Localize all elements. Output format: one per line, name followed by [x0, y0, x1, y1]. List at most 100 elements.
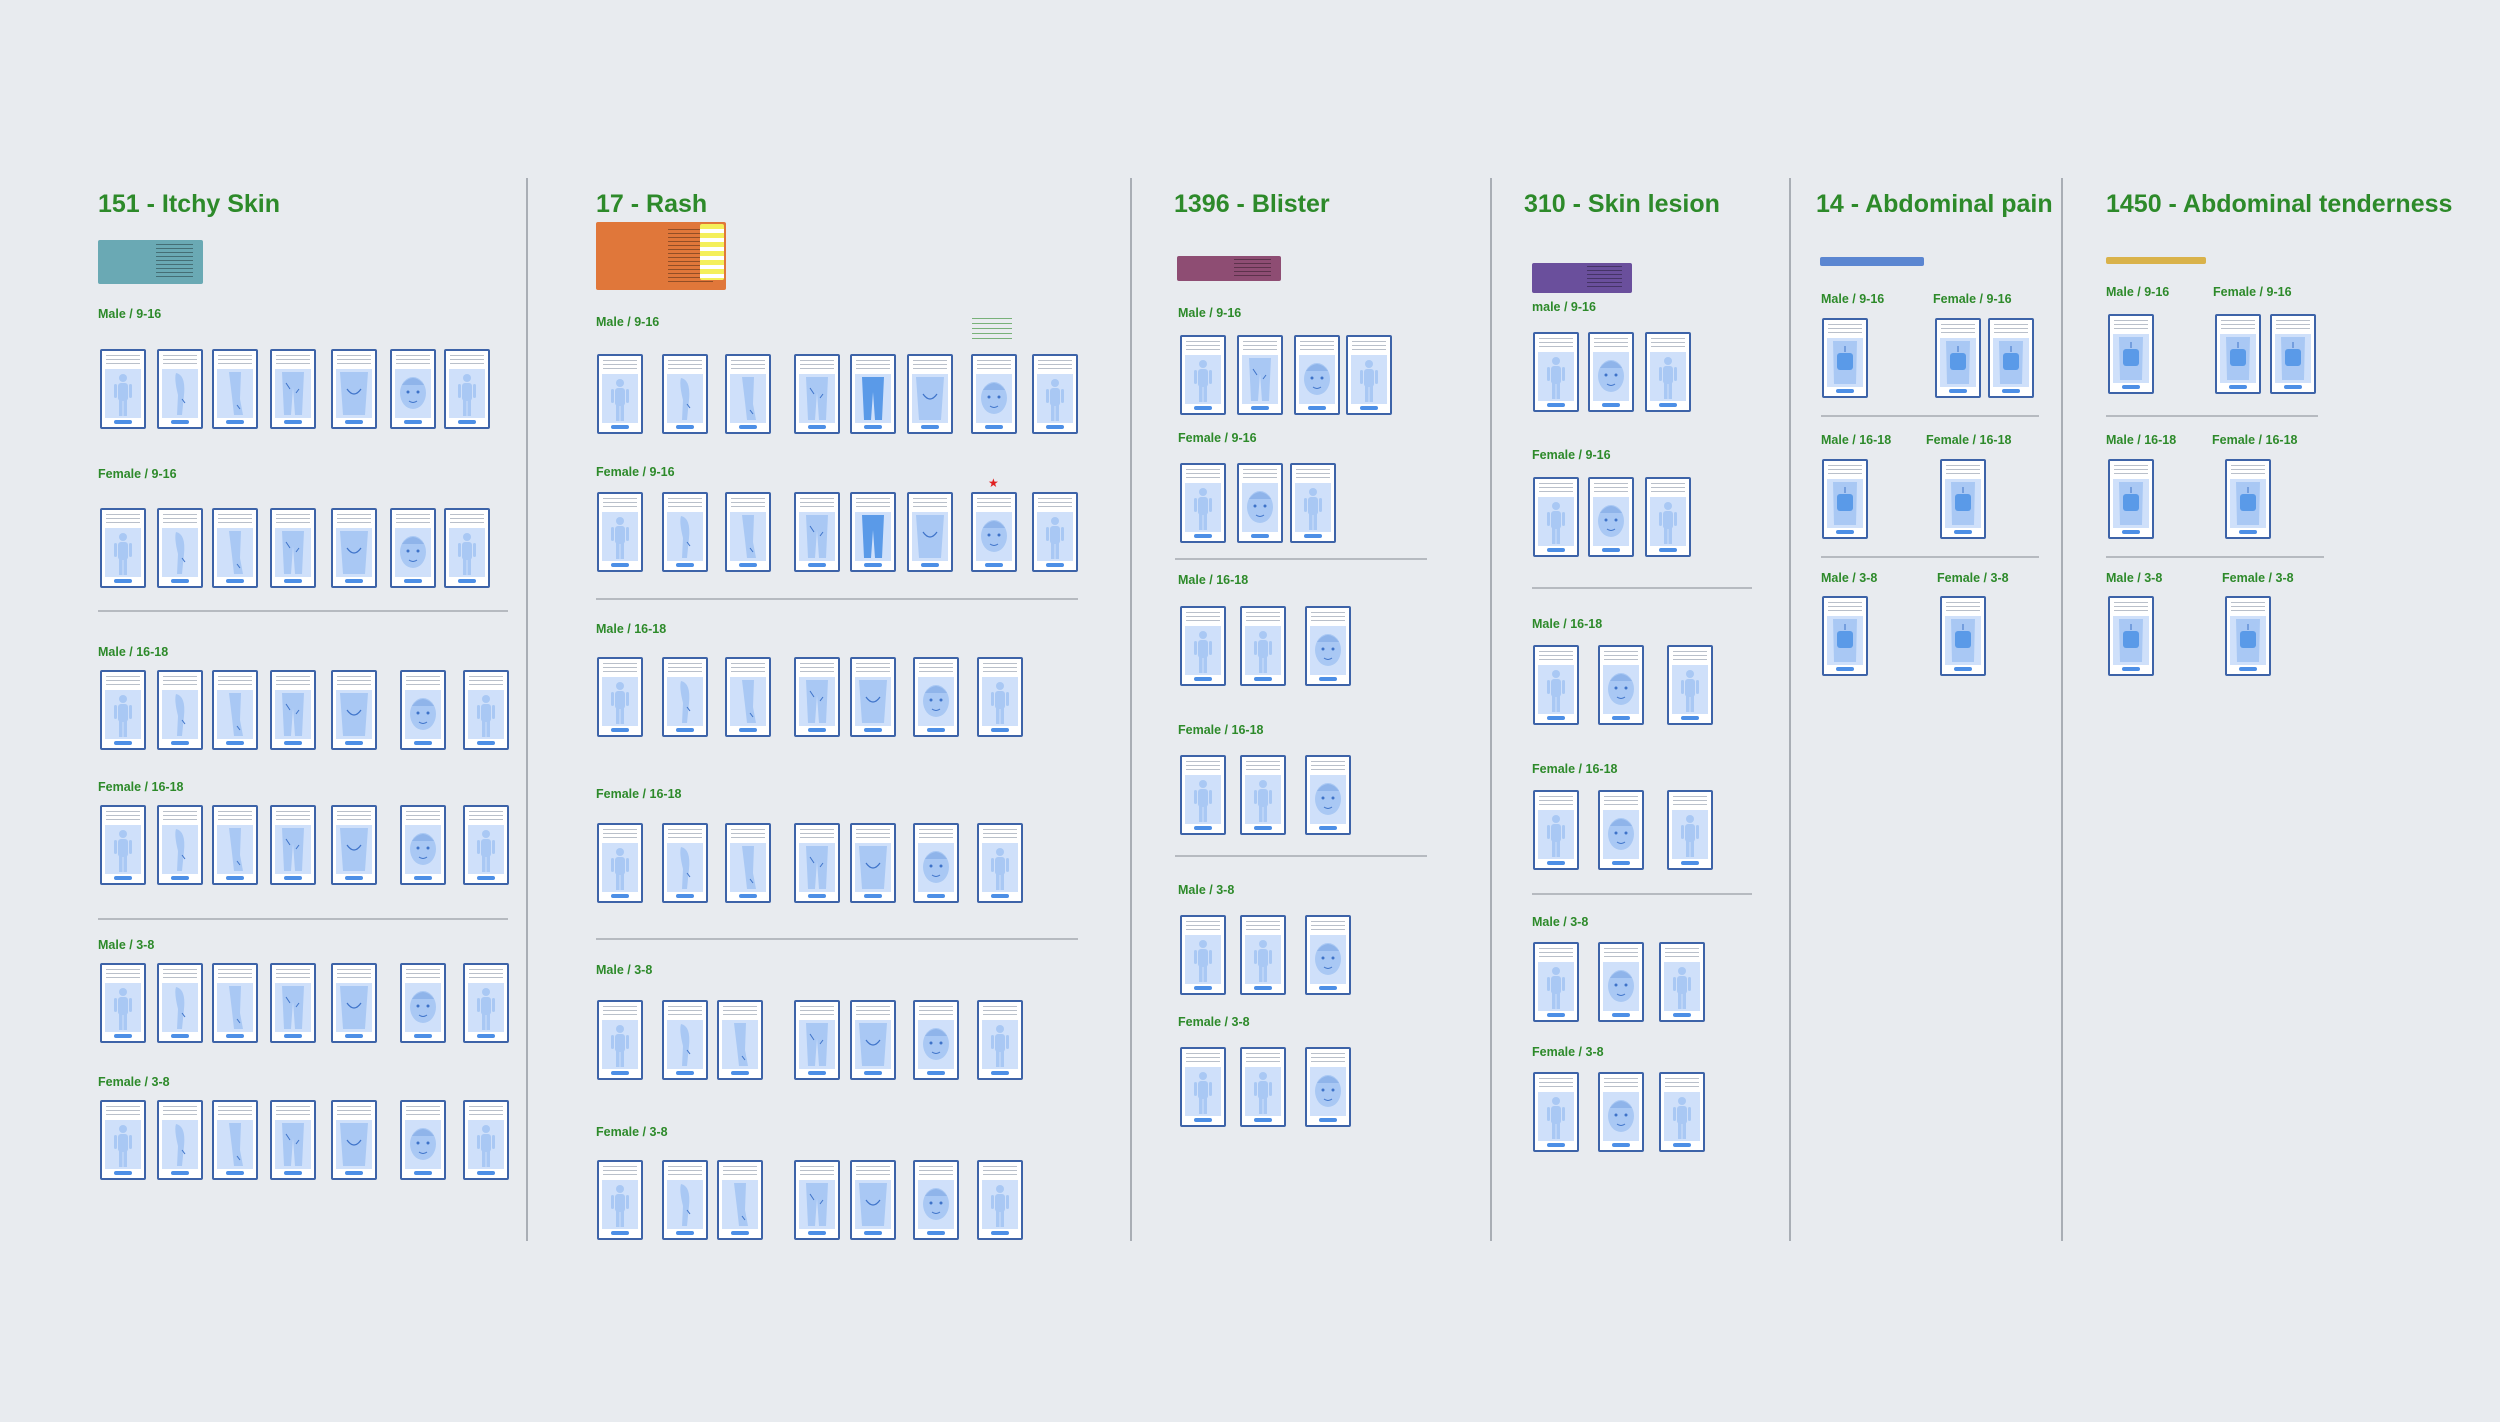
screen-card[interactable]: [100, 349, 146, 429]
card-continue-button[interactable]: [345, 1171, 363, 1175]
screen-card[interactable]: [1180, 915, 1226, 995]
screen-card[interactable]: [1180, 463, 1226, 543]
card-continue-button[interactable]: [284, 420, 302, 424]
screen-card[interactable]: [331, 349, 377, 429]
card-continue-button[interactable]: [114, 1171, 132, 1175]
card-continue-button[interactable]: [676, 1231, 694, 1235]
card-continue-button[interactable]: [1836, 530, 1854, 534]
card-continue-button[interactable]: [114, 1034, 132, 1038]
card-continue-button[interactable]: [226, 1034, 244, 1038]
screen-card[interactable]: [597, 1000, 643, 1080]
spreadsheet-thumbnail[interactable]: [1177, 256, 1281, 281]
screen-card[interactable]: [100, 805, 146, 885]
card-continue-button[interactable]: [477, 741, 495, 745]
screen-card[interactable]: [597, 492, 643, 572]
card-continue-button[interactable]: [1319, 986, 1337, 990]
screen-card[interactable]: [794, 823, 840, 903]
card-continue-button[interactable]: [731, 1231, 749, 1235]
screen-card[interactable]: [1180, 1047, 1226, 1127]
screen-card[interactable]: [390, 349, 436, 429]
card-continue-button[interactable]: [1046, 425, 1064, 429]
screen-card[interactable]: [977, 1000, 1023, 1080]
card-continue-button[interactable]: [458, 579, 476, 583]
card-continue-button[interactable]: [739, 728, 757, 732]
screen-card[interactable]: [1822, 596, 1868, 676]
card-continue-button[interactable]: [477, 1034, 495, 1038]
screen-card[interactable]: [1294, 335, 1340, 415]
card-continue-button[interactable]: [1319, 677, 1337, 681]
card-continue-button[interactable]: [345, 420, 363, 424]
screen-card[interactable]: [212, 1100, 258, 1180]
screen-card[interactable]: [794, 354, 840, 434]
card-continue-button[interactable]: [226, 876, 244, 880]
screen-card[interactable]: [1240, 1047, 1286, 1127]
screen-card[interactable]: [1240, 606, 1286, 686]
screen-card[interactable]: [1290, 463, 1336, 543]
card-continue-button[interactable]: [1251, 534, 1269, 538]
card-continue-button[interactable]: [676, 1071, 694, 1075]
screen-card[interactable]: [850, 492, 896, 572]
screen-card[interactable]: [463, 805, 509, 885]
card-continue-button[interactable]: [739, 894, 757, 898]
card-continue-button[interactable]: [114, 876, 132, 880]
screen-card[interactable]: [1659, 1072, 1705, 1152]
card-continue-button[interactable]: [611, 894, 629, 898]
card-continue-button[interactable]: [226, 1171, 244, 1175]
screen-card[interactable]: [597, 354, 643, 434]
card-continue-button[interactable]: [1304, 534, 1322, 538]
card-continue-button[interactable]: [2239, 667, 2257, 671]
spreadsheet-thumbnail[interactable]: [1820, 257, 1924, 266]
screen-card[interactable]: [850, 1160, 896, 1240]
screen-card[interactable]: [725, 492, 771, 572]
card-continue-button[interactable]: [1673, 1013, 1691, 1017]
screen-card[interactable]: [2108, 314, 2154, 394]
card-continue-button[interactable]: [927, 728, 945, 732]
screen-card[interactable]: [977, 823, 1023, 903]
screen-card[interactable]: [1533, 1072, 1579, 1152]
screen-card[interactable]: [1533, 477, 1579, 557]
card-continue-button[interactable]: [808, 563, 826, 567]
screen-card[interactable]: [212, 670, 258, 750]
screen-card[interactable]: [400, 805, 446, 885]
screen-card[interactable]: [662, 1000, 708, 1080]
screen-card[interactable]: [444, 349, 490, 429]
card-continue-button[interactable]: [1254, 677, 1272, 681]
card-continue-button[interactable]: [927, 1231, 945, 1235]
screen-card[interactable]: [157, 1100, 203, 1180]
card-continue-button[interactable]: [2229, 385, 2247, 389]
screen-card[interactable]: [717, 1160, 763, 1240]
screen-card[interactable]: [1645, 477, 1691, 557]
screen-card[interactable]: [1305, 755, 1351, 835]
screen-card[interactable]: [1533, 790, 1579, 870]
card-continue-button[interactable]: [1602, 548, 1620, 552]
screen-card[interactable]: [971, 492, 1017, 572]
card-continue-button[interactable]: [864, 728, 882, 732]
card-continue-button[interactable]: [1046, 563, 1064, 567]
spreadsheet-thumbnail[interactable]: [98, 240, 203, 284]
screen-card[interactable]: [157, 805, 203, 885]
card-continue-button[interactable]: [414, 1171, 432, 1175]
card-continue-button[interactable]: [611, 728, 629, 732]
card-continue-button[interactable]: [739, 563, 757, 567]
screen-card[interactable]: [2225, 459, 2271, 539]
card-continue-button[interactable]: [676, 425, 694, 429]
screen-card[interactable]: [157, 963, 203, 1043]
card-continue-button[interactable]: [1319, 826, 1337, 830]
card-continue-button[interactable]: [171, 1171, 189, 1175]
card-continue-button[interactable]: [1547, 1143, 1565, 1147]
screen-card[interactable]: [270, 349, 316, 429]
spreadsheet-thumbnail[interactable]: [2106, 257, 2206, 264]
screen-card[interactable]: [270, 670, 316, 750]
screen-card[interactable]: [1940, 459, 1986, 539]
screen-card[interactable]: [400, 1100, 446, 1180]
card-continue-button[interactable]: [1254, 826, 1272, 830]
card-continue-button[interactable]: [921, 563, 939, 567]
screen-card[interactable]: [331, 805, 377, 885]
card-continue-button[interactable]: [1681, 861, 1699, 865]
screen-card[interactable]: [270, 1100, 316, 1180]
card-continue-button[interactable]: [1547, 716, 1565, 720]
screen-card[interactable]: [1935, 318, 1981, 398]
card-continue-button[interactable]: [477, 876, 495, 880]
screen-card[interactable]: [1659, 942, 1705, 1022]
